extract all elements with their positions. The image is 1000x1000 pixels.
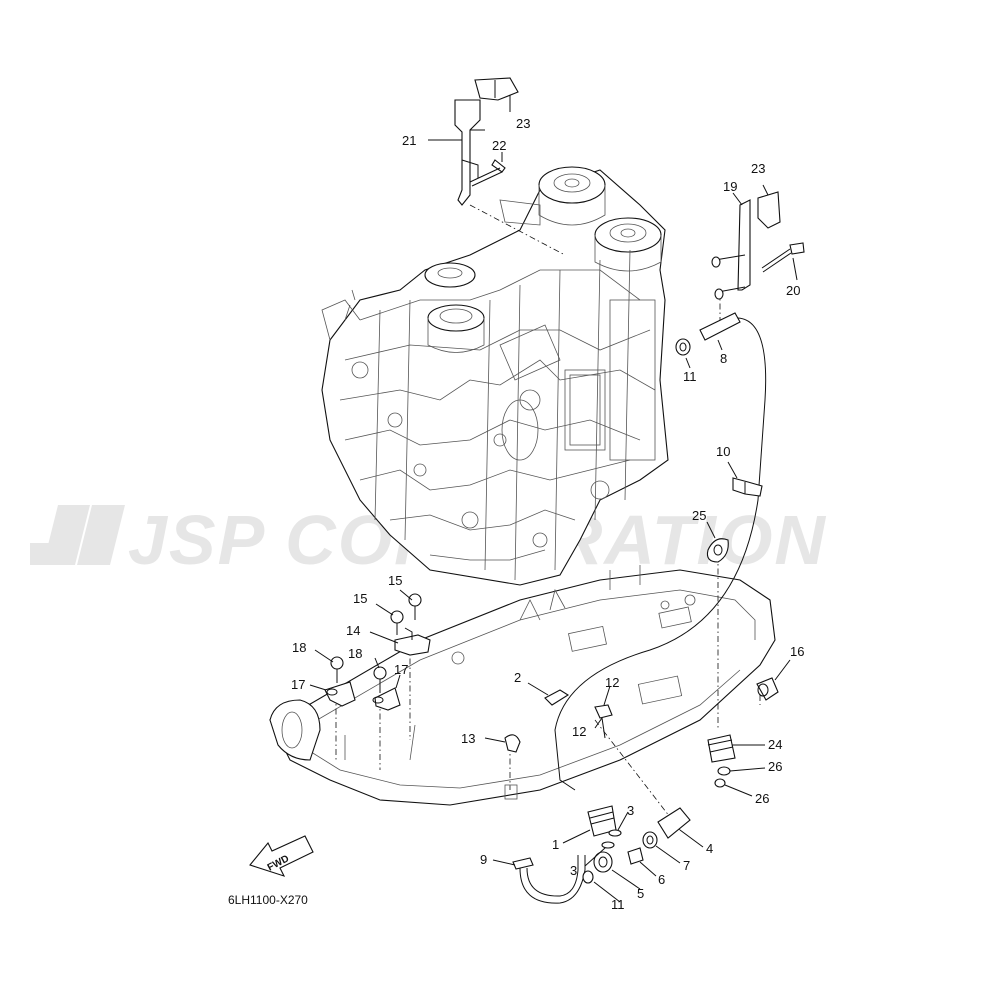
fitting-16	[756, 677, 779, 701]
callout-15: 15	[353, 591, 368, 606]
callout-9: 9	[480, 852, 488, 867]
clip-23-top	[474, 77, 519, 101]
bolt-15-right	[408, 593, 422, 620]
bottom-cowling	[269, 565, 776, 806]
grommet-11-top	[675, 338, 691, 356]
callout-21: 21	[402, 133, 417, 148]
callout-11: 11	[611, 897, 625, 912]
clip-23-right	[757, 191, 781, 229]
o-ring-7	[642, 831, 658, 849]
callout-3: 3	[627, 803, 635, 818]
bolt-18-left	[330, 656, 344, 683]
clip-17-left	[324, 681, 356, 707]
bracket-19	[711, 199, 751, 300]
callout-15: 15	[388, 573, 403, 588]
drain-hose	[519, 855, 586, 904]
clip-17-right	[372, 687, 401, 711]
engine-block	[321, 166, 669, 586]
plug-24	[707, 734, 736, 763]
bolt-15-left	[390, 610, 404, 635]
callout-3: 3	[570, 863, 578, 878]
callout-25: 25	[692, 508, 707, 523]
callout-6: 6	[658, 872, 666, 887]
bolt-18-right	[373, 666, 387, 693]
elbow-4	[657, 807, 691, 839]
callout-4: 4	[706, 841, 714, 856]
bolt-20	[761, 242, 805, 273]
water-hose	[554, 317, 767, 791]
callout-24: 24	[768, 737, 783, 752]
callout-18: 18	[348, 646, 363, 661]
callout-1: 1	[552, 837, 560, 852]
callout-23: 23	[516, 116, 531, 131]
fitting-12	[594, 704, 613, 739]
callout-20: 20	[786, 283, 801, 298]
clip-26-top	[717, 766, 731, 776]
callout-19: 19	[723, 179, 738, 194]
grommet-11-bottom	[582, 870, 594, 884]
callout-26: 26	[768, 759, 783, 774]
callout-13: 13	[461, 731, 476, 746]
hose-9	[512, 857, 534, 870]
callout-7: 7	[683, 858, 691, 873]
callout-12: 12	[605, 675, 620, 690]
callout-26: 26	[755, 791, 770, 806]
clip-26-bottom	[714, 778, 726, 788]
bolt-22	[469, 159, 506, 187]
bracket-21	[454, 99, 485, 206]
diagram-reference-code: 6LH1100-X270	[228, 893, 308, 907]
nut-6	[627, 847, 644, 865]
callout-17: 17	[394, 662, 409, 677]
callout-leader-lines	[309, 95, 798, 903]
callout-12: 12	[572, 724, 587, 739]
o-ring-3-bottom	[601, 841, 615, 849]
callout-2: 2	[514, 670, 522, 685]
watermark-logo-icon	[30, 505, 125, 565]
fwd-arrow-icon	[249, 835, 314, 877]
pipe-8	[699, 312, 741, 341]
callout-11: 11	[683, 369, 697, 384]
sensor-10	[732, 477, 763, 497]
clamp-13	[504, 734, 521, 753]
callout-10: 10	[716, 444, 731, 459]
plug-2	[544, 689, 570, 706]
callout-22: 22	[492, 138, 507, 153]
grommet-25	[706, 538, 729, 563]
callout-5: 5	[637, 886, 645, 901]
assembly-leader-lines	[335, 204, 761, 831]
o-ring-3-top	[608, 829, 622, 837]
callout-17: 17	[291, 677, 306, 692]
callout-18: 18	[292, 640, 307, 655]
callout-8: 8	[720, 351, 728, 366]
callout-16: 16	[790, 644, 805, 659]
callout-23: 23	[751, 161, 766, 176]
bracket-14	[394, 627, 431, 656]
nozzle-5	[593, 851, 613, 873]
callout-14: 14	[346, 623, 361, 638]
